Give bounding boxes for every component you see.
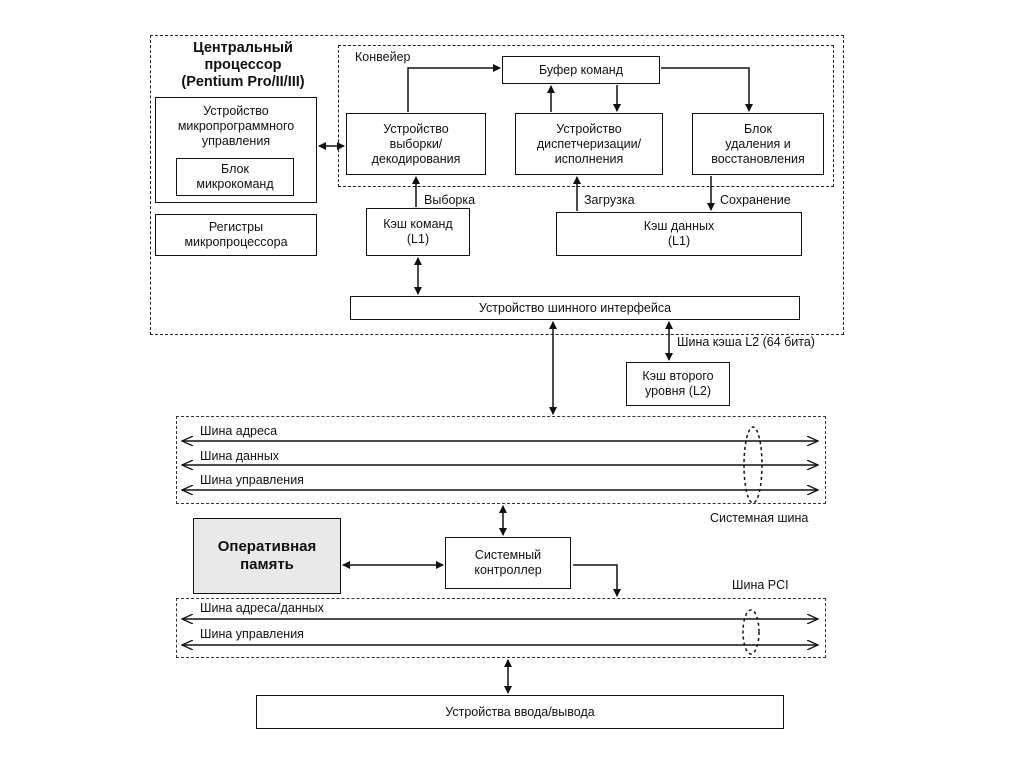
fetch-decode-unit: Устройство выборки/ декодирования [346, 113, 486, 175]
bus-interface-unit: Устройство шинного интерфейса [350, 296, 800, 320]
system-bus-label: Системная шина [710, 511, 809, 525]
sysbus-control-label: Шина управления [200, 473, 304, 487]
system-bus-ellipse [743, 426, 763, 504]
buffer-to-retire-arrow [661, 67, 753, 112]
sysbus-data-label: Шина данных [200, 449, 280, 463]
instruction-cache: Кэш команд (L1) [366, 208, 470, 256]
pipeline-container [338, 45, 834, 187]
load-label: Загрузка [584, 193, 635, 207]
controller-pci-arrow [573, 564, 621, 597]
system-controller: Системный контроллер [445, 537, 571, 589]
dispatch-exec-unit: Устройство диспетчеризации/ исполнения [515, 113, 663, 175]
fetch-label: Выборка [424, 193, 476, 207]
pci-bus-ellipse [742, 609, 760, 655]
pci-control-label: Шина управления [200, 627, 304, 641]
data-cache: Кэш данных (L1) [556, 212, 802, 256]
pipeline-label: Конвейер [355, 50, 411, 64]
retire-unit: Блок удаления и восстановления [692, 113, 824, 175]
io-devices: Устройства ввода/вывода [256, 695, 784, 729]
cpu-title: Центральный процессор (Pentium Pro/II/II… [181, 40, 305, 90]
registers-box: Регистры микропроцессора [155, 214, 317, 256]
l2-bus-label: Шина кэша L2 (64 бита) [677, 335, 815, 349]
pci-address-data-label: Шина адреса/данных [200, 601, 324, 615]
pci-bus-container [176, 598, 826, 658]
store-label: Сохранение [720, 193, 791, 207]
sysbus-address-label: Шина адреса [200, 424, 278, 438]
fetch-to-buffer-arrow [407, 64, 501, 112]
microcommand-block: Блок микрокоманд [176, 158, 294, 196]
cpu-container [150, 35, 844, 335]
l2-cache: Кэш второго уровня (L2) [626, 362, 730, 406]
system-bus-container [176, 416, 826, 504]
command-buffer: Буфер команд [502, 56, 660, 84]
pci-bus-label: Шина PCI [732, 578, 789, 592]
ram-box: Оперативная память [193, 518, 341, 594]
